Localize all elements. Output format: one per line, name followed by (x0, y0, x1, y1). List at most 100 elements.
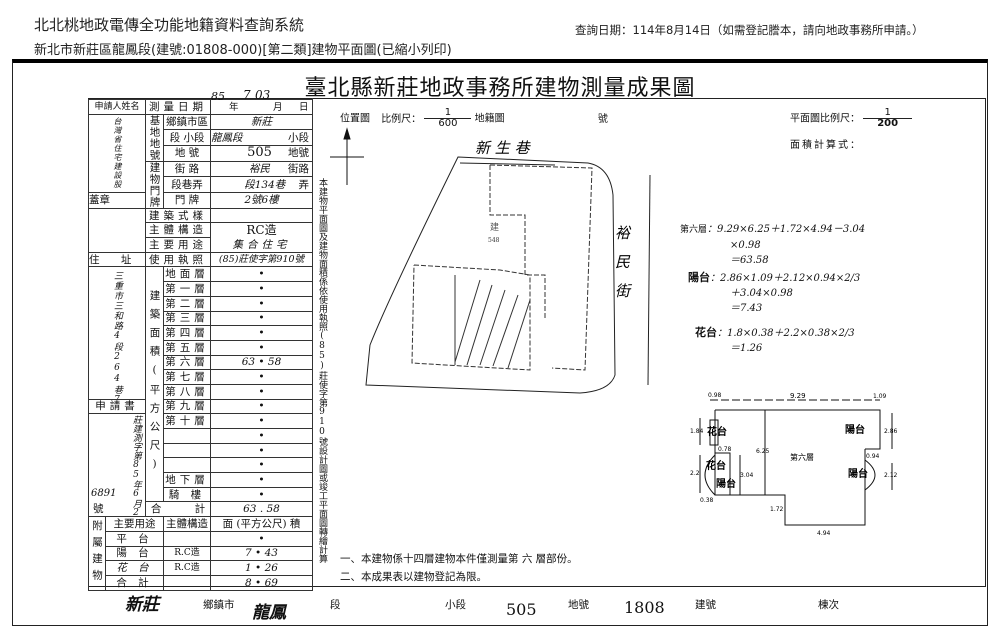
annex-area: • (210, 530, 313, 547)
dim-label: 0.38 (700, 497, 714, 504)
floor-label (163, 428, 211, 444)
address-value: 三重市三和路4段264巷7號 (88, 266, 146, 400)
door-group-label: 建物門牌 (145, 160, 164, 209)
location-map-label: 位置圖 (340, 113, 370, 125)
note: 一、本建物係十四層建物本件僅測量第 六 層部份。 (340, 553, 578, 565)
area-calc-balcony: 陽台：2.86×1.09＋2.12×0.94×2/3 ＋3.04×0.98 ＝7… (688, 271, 861, 314)
floor-label: 第五層 (163, 339, 211, 356)
dim-label: 0.94 (866, 453, 880, 460)
floor-area: • (210, 295, 313, 312)
floor-label: 第二層 (163, 295, 211, 312)
divider (312, 98, 313, 585)
floor-label: 第一層 (163, 281, 211, 297)
area-calc-planter: 花台：1.8×0.38＋2.2×0.38×2/3 ＝1.26 (695, 326, 855, 354)
floor-area: 63 • 58 (210, 354, 313, 371)
lot-number: 548 (488, 237, 500, 244)
usage-value: 集合住宅 (210, 237, 313, 253)
planter-label: 花台 (706, 459, 726, 472)
door-label: 街 路 (163, 160, 211, 178)
area-group-label: 建築面積(平方公尺) (145, 266, 164, 503)
document-subtitle: 新北市新莊區龍鳳段(建號:01808-000)[第二類]建物平面圖(已縮小列印) (34, 43, 452, 58)
floor-label (163, 457, 211, 474)
land-value: 新莊 (210, 113, 313, 131)
floor-area: • (210, 383, 313, 400)
query-date: 查詢日期：114年8月14日（如需登記謄本，請向地政事務所申請。） (575, 23, 924, 37)
floor-area: • (210, 428, 313, 444)
annex-structure: R.C造 (163, 560, 211, 576)
balcony-label: 陽台 (848, 467, 868, 480)
footer-section-label: 段 (330, 599, 341, 611)
dim-label: 2.2 (690, 470, 700, 477)
footer-section: 龍鳳 (252, 603, 286, 623)
floor-area: • (210, 398, 313, 415)
floor-area: • (210, 369, 313, 385)
floor-area: • (210, 266, 313, 283)
dim-label: 4.94 (817, 530, 831, 537)
floor-area: • (210, 486, 313, 503)
permit-value: (85)莊使字第910號 (210, 251, 313, 268)
dim-label: 9.29 (790, 392, 806, 400)
area-calc-label: 面積計算式： (790, 140, 862, 151)
address-label: 住 址 (88, 251, 146, 268)
floor-name-label: 第六層 (790, 452, 814, 462)
floor-label: 地面層 (163, 266, 211, 283)
lot-mark: 建 (490, 221, 499, 233)
building-style-value (210, 207, 313, 224)
door-label: 段巷弄 (163, 176, 211, 193)
land-group-label: 基地地號 (145, 113, 164, 162)
dim-label: 0.98 (708, 392, 722, 399)
floor-area: • (210, 413, 313, 429)
door-value: 裕民街路 (210, 160, 313, 178)
annex-area: 7 • 43 (210, 545, 313, 562)
annex-structure: R.C造 (163, 545, 211, 562)
survey-day: 03 (255, 88, 271, 102)
balcony-label: 陽台 (845, 423, 865, 436)
north-arrow-icon (330, 127, 364, 185)
door-value: 2號6樓 (210, 192, 313, 209)
cadastral-label: 地籍圖 (474, 113, 505, 125)
annex-use: 平 台 (105, 530, 164, 547)
floor-label: 第九層 (163, 398, 211, 415)
blank-cell (88, 207, 146, 253)
dim-label: 3.04 (740, 472, 754, 479)
year-unit: 年 (229, 102, 239, 113)
system-title: 北北桃地政電傳全功能地籍資料查詢系統 (34, 16, 305, 34)
annex-use: 陽 台 (105, 545, 164, 562)
usage-label: 主要用途 (145, 237, 211, 253)
survey-month: 7 (243, 88, 251, 102)
application-label: 申請書 (88, 398, 146, 415)
floor-label: 地下層 (163, 472, 211, 488)
floor-label: 第六層 (163, 354, 211, 371)
seal-label: 蓋章 (88, 192, 146, 209)
permit-label: 使用執照 (145, 251, 211, 268)
footer-subsection-label: 小段 (445, 599, 466, 611)
annex-use: 合 計 (105, 574, 164, 591)
applicant-label: 申請人姓名 (88, 99, 146, 115)
application-number-value: 6891 (91, 488, 117, 500)
dim-label: 0.78 (718, 446, 732, 453)
building-style-label: 建築式樣 (145, 207, 211, 224)
structure-value: RC造 (210, 222, 313, 238)
floor-label: 第八層 (163, 383, 211, 400)
floor-label: 第三層 (163, 310, 211, 327)
document-frame (12, 59, 988, 626)
annex-area: 1 • 26 (210, 560, 313, 576)
annex-group-label: 附屬建物 (88, 516, 106, 591)
survey-year: 85 (211, 90, 225, 103)
footer-township-label: 鄉鎮市 (203, 599, 235, 611)
footer-building-no: 1808 (624, 598, 665, 617)
dim-label: 2.12 (884, 472, 898, 479)
application-number-suffix: 號 (93, 503, 104, 516)
floor-label: 第十層 (163, 413, 211, 429)
annex-header-structure: 主體構造 (163, 516, 211, 532)
floor-label: 第四層 (163, 325, 211, 341)
floor-plan: 0.98 9.29 1.09 1.84 2.86 0.78 2.2 3.04 6… (690, 392, 898, 537)
land-label: 鄉鎮市區 (163, 113, 211, 131)
annex-area: 8 • 69 (210, 574, 313, 591)
road-right-label: 裕民街 (612, 225, 632, 312)
